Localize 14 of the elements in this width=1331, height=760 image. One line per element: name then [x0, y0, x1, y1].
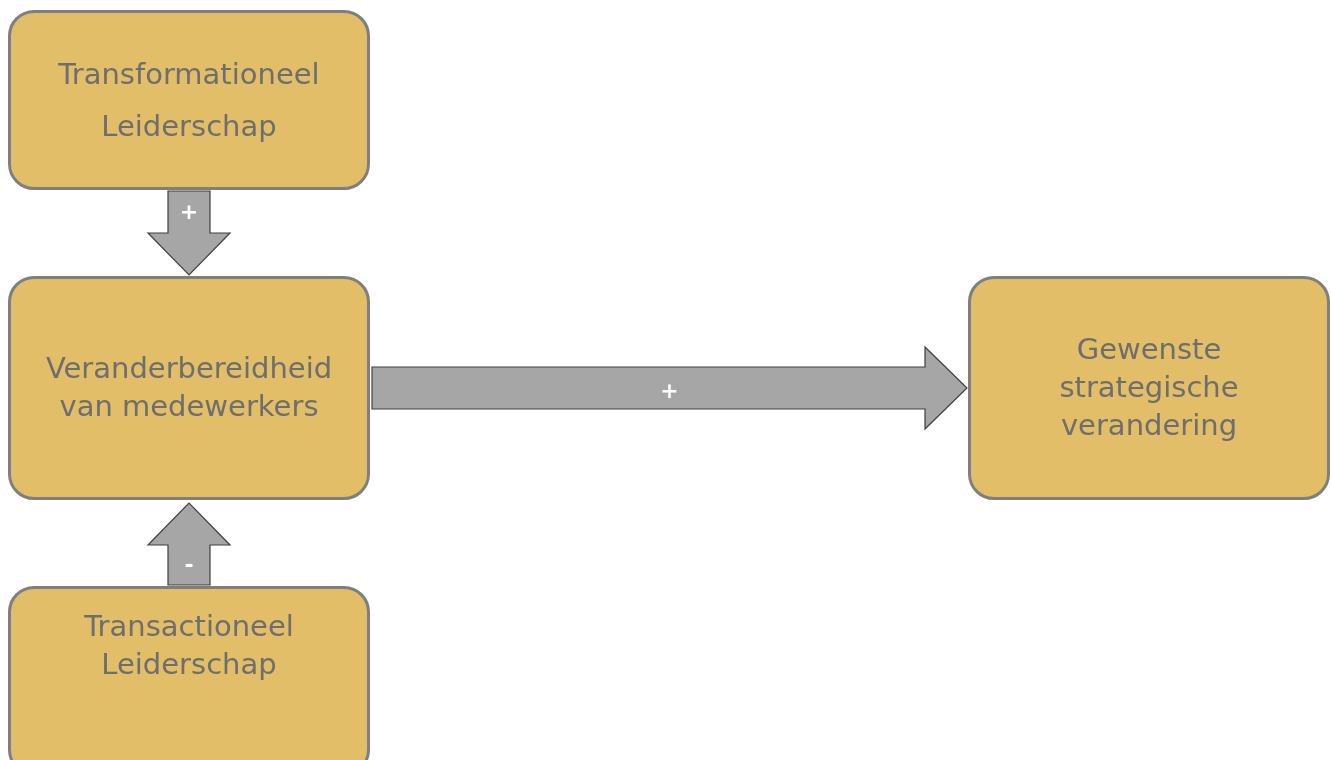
edge-label: -: [184, 554, 194, 576]
block-arrow: [146, 502, 232, 586]
box-label: Transformationeel Leiderschap: [57, 55, 321, 145]
box-label: Gewenste strategische verandering: [1058, 331, 1240, 444]
block-arrow: [146, 190, 232, 276]
box-label: Veranderbereidheid van medewerkers: [44, 350, 334, 425]
edge-label: +: [660, 380, 679, 402]
process-box: [968, 276, 1330, 500]
process-box: [8, 10, 370, 190]
block-arrow: [371, 345, 968, 431]
edge-label: +: [179, 201, 199, 223]
process-box: [8, 586, 370, 760]
process-box: [8, 276, 370, 500]
box-label: Transactioneel Leiderschap: [83, 608, 295, 683]
